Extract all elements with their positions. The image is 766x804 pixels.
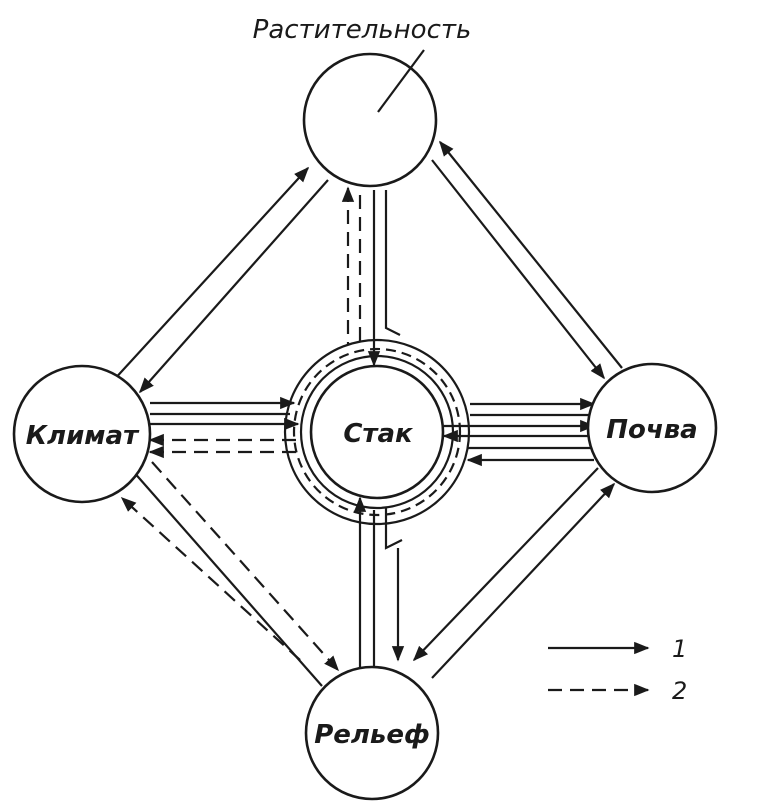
link-climate-runoff [148,396,300,459]
link-vegetation-soil [431,140,623,380]
link-runoff-relief [353,496,405,668]
legend: 1 2 [548,635,687,705]
link-climate-vegetation [111,166,329,394]
label-vegetation: Растительность [253,15,472,45]
runoff-rings [283,338,471,526]
label-climate: Климат [26,421,140,451]
node-soil [586,362,718,494]
label-runoff: Стак [343,419,414,449]
node-runoff [309,364,445,500]
legend-solid-label: 1 [672,635,687,663]
node-vegetation [302,49,438,188]
link-soil-relief [412,467,616,679]
label-soil: Почва [606,415,697,445]
label-relief: Рельеф [314,720,430,750]
link-climate-relief [120,461,340,687]
link-vegetation-runoff [341,186,401,367]
legend-dashed-label: 2 [672,677,687,705]
node-climate [12,364,152,504]
node-relief [304,665,440,801]
